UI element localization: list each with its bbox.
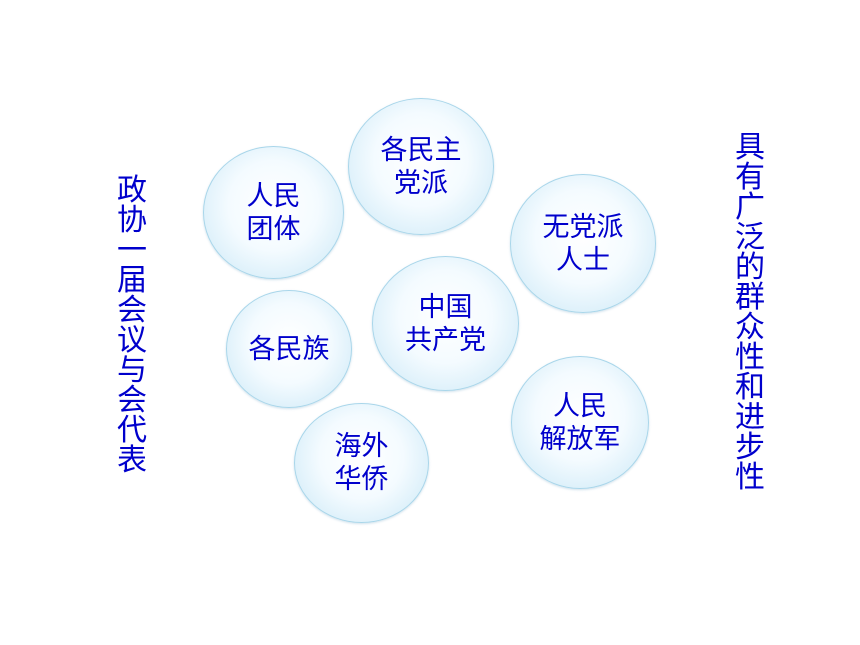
bubble-label-line: 无党派 xyxy=(542,211,624,243)
bubble-label-line: 华侨 xyxy=(334,464,389,495)
bubble-people-organizations: 人民 团体 xyxy=(203,146,344,279)
left-vertical-caption: 政协一届会议与会代表 xyxy=(115,173,149,478)
bubble-label-line: 人民 xyxy=(553,390,607,422)
bubble-liberation-army: 人民 解放军 xyxy=(511,356,649,489)
bubble-label-line: 党派 xyxy=(394,167,448,199)
bubble-label-line: 解放军 xyxy=(539,423,621,455)
bubble-label-line: 各民主 xyxy=(380,134,462,166)
bubble-label-line: 共产党 xyxy=(405,324,486,356)
bubble-ethnic-groups: 各民族 xyxy=(226,290,352,408)
bubble-label-line: 中国 xyxy=(418,291,473,323)
bubble-label-line: 海外 xyxy=(334,431,389,462)
bubble-label-line: 团体 xyxy=(246,213,301,245)
bubble-label-line: 人民 xyxy=(246,180,301,212)
bubble-democratic-parties: 各民主 党派 xyxy=(348,98,494,235)
bubble-label-line: 人士 xyxy=(556,244,610,276)
left-caption-text: 政协一届会议与会代表 xyxy=(117,173,147,478)
bubble-non-party-figures: 无党派 人士 xyxy=(510,174,656,313)
bubble-label-line: 各民族 xyxy=(248,333,330,365)
right-caption-text: 具有广泛的群众性和进步性 xyxy=(735,130,765,495)
right-vertical-caption: 具有广泛的群众性和进步性 xyxy=(733,130,767,495)
bubble-overseas-chinese: 海外 华侨 xyxy=(294,403,429,523)
bubble-communist-party: 中国 共产党 xyxy=(372,256,519,391)
